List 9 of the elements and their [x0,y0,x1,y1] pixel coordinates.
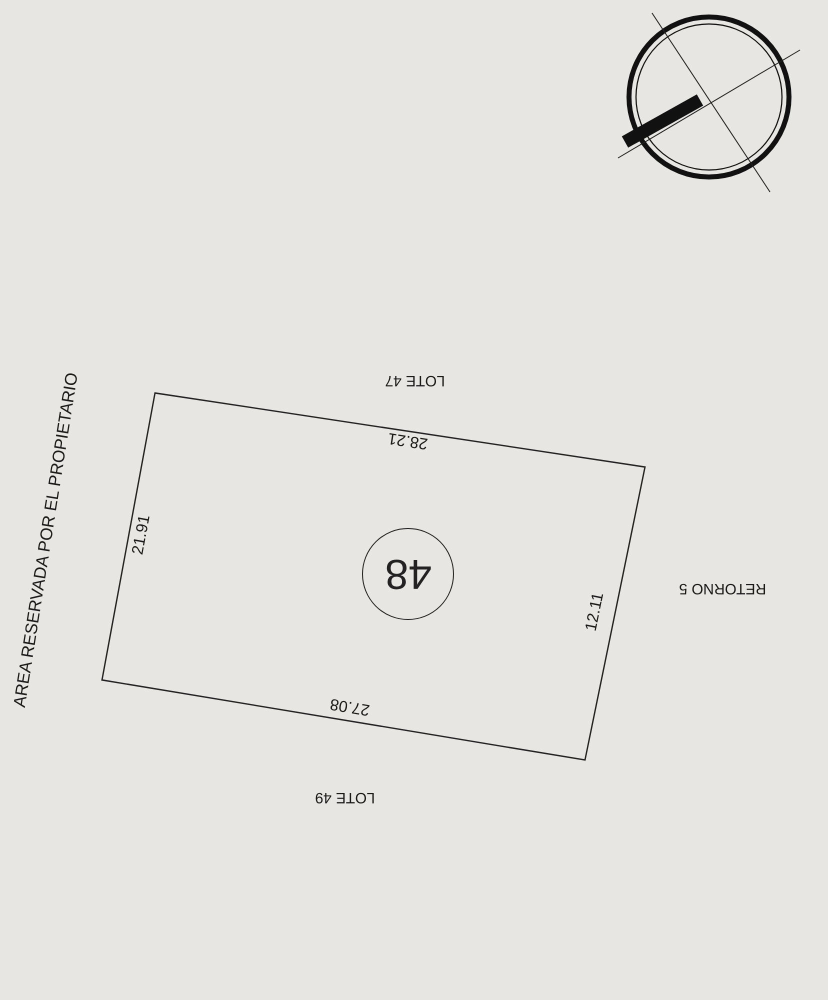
dimension-text: 21.91 [130,514,155,556]
dimension-text: 12.11 [582,591,608,633]
neighbor-lot-label: LOTE 49 [315,788,376,806]
lot-number: 48 [362,528,454,620]
dimension-text: 28.21 [386,428,430,452]
reserved-area-label: AREA RESERVADA POR EL PROPIETARIO [9,371,82,709]
neighbor-lot-label: LOTE 47 [385,372,446,388]
dimension-text: 27.08 [328,694,372,718]
street-label: RETORNO 5 [678,580,766,596]
